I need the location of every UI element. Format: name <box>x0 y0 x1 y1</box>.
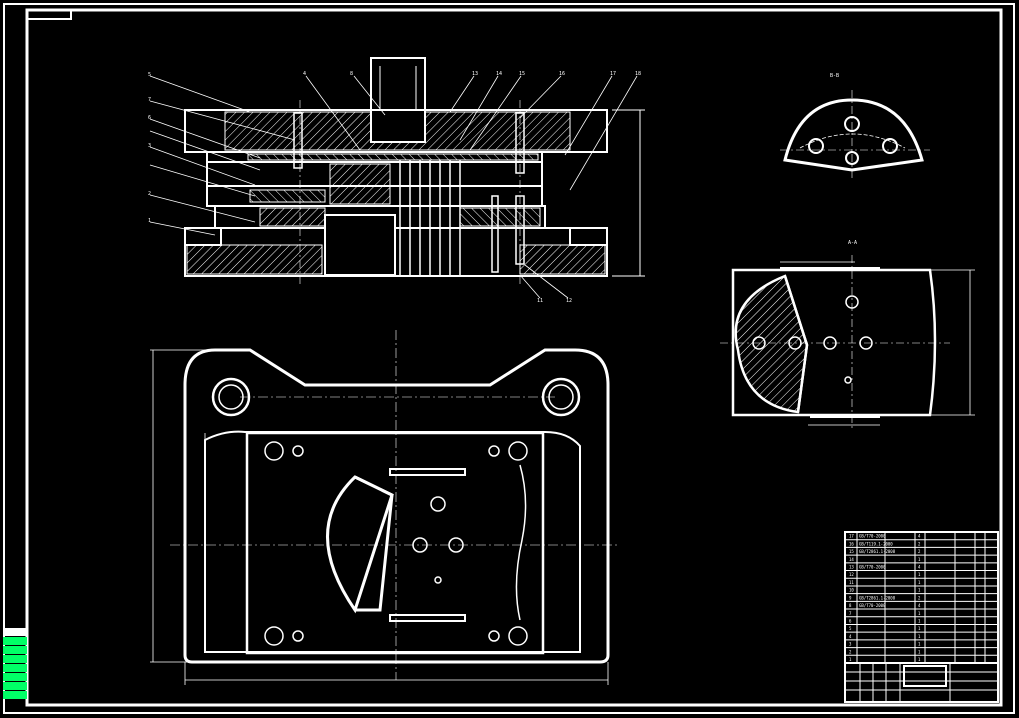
callout-top-label: 15 <box>519 71 525 77</box>
layer-swatch[interactable] <box>3 655 27 663</box>
bom-cell: 5 <box>849 626 852 631</box>
bom-cell: 9 <box>849 595 852 600</box>
bom-cell: 14 <box>849 557 854 562</box>
callout-top-label: 17 <box>610 71 616 77</box>
callout-left-label: 2 <box>148 191 151 197</box>
callout-left-label: 7 <box>148 97 151 103</box>
bom-cell: 2 <box>918 549 921 554</box>
bom-cell: 1 <box>918 649 921 654</box>
bom-cell: 15 <box>849 549 854 554</box>
bom-cell: 1 <box>918 580 921 585</box>
callout-top-label: 4 <box>303 71 306 77</box>
bom-cell: GB/T70-2000 <box>859 565 886 570</box>
bom-cell: GB/T2861.1-2008 <box>859 595 896 600</box>
bom-cell: 2 <box>918 541 921 546</box>
callout-top-label: 8 <box>350 71 353 77</box>
bom-cell: GB/T2861.1-2008 <box>859 549 896 554</box>
layer-swatch[interactable] <box>3 628 27 636</box>
callout-top-label: 18 <box>635 71 641 77</box>
bom-cell: 17 <box>849 534 854 539</box>
bom-cell: 1 <box>849 657 852 662</box>
bom-cell: 1 <box>918 572 921 577</box>
callout-left-label: 1 <box>148 218 151 224</box>
callout-top-label: 16 <box>559 71 565 77</box>
callout-bottom-label: 11 <box>537 298 543 304</box>
bom-cell: 1 <box>918 634 921 639</box>
layer-swatch[interactable] <box>3 664 27 672</box>
bom-cell: 7 <box>849 611 852 616</box>
drawing-frame <box>3 3 1015 714</box>
bom-cell: GB/T70-2000 <box>859 534 886 539</box>
layer-swatch[interactable] <box>3 637 27 645</box>
bom-cell: 3 <box>849 642 852 647</box>
bom-cell: 4 <box>918 534 921 539</box>
bom-cell: 12 <box>849 572 854 577</box>
callout-top-label: 14 <box>496 71 502 77</box>
section-view-a: A-A <box>720 240 975 430</box>
layer-swatch[interactable] <box>3 682 27 690</box>
layer-swatch[interactable] <box>3 673 27 681</box>
bom-cell: 4 <box>918 565 921 570</box>
plan-view <box>150 330 620 685</box>
detail-view-b: B-B <box>780 73 930 178</box>
front-section-view <box>184 57 645 285</box>
bom-cell: GB/T70-2000 <box>859 603 886 608</box>
callout-labels: 5 7 6 3 2 1 4 8 13 14 15 16 17 18 11 12 <box>148 71 641 304</box>
bom-cell: 1 <box>918 657 921 662</box>
callout-left-label: 5 <box>148 72 151 78</box>
bom-cell: 11 <box>849 580 854 585</box>
callout-left-label: 3 <box>148 143 151 149</box>
callout-bottom-label: 12 <box>566 298 572 304</box>
bom-cell: 1 <box>918 611 921 616</box>
bom-cell: 4 <box>849 634 852 639</box>
callout-left-label: 6 <box>148 115 151 121</box>
bom-cell: 1 <box>918 626 921 631</box>
callout-top-label: 13 <box>472 71 478 77</box>
bom-cell: 8 <box>849 603 852 608</box>
detail-view-label: B-B <box>830 73 839 79</box>
bom-cell: 4 <box>918 603 921 608</box>
callout-leaders <box>149 75 638 299</box>
section-view-label: A-A <box>848 240 857 246</box>
bom-cell: 1 <box>918 618 921 623</box>
bom-cell: 2 <box>849 649 852 654</box>
title-block <box>844 531 999 703</box>
bom-cell: 1 <box>918 557 921 562</box>
bom-cell: 13 <box>849 565 854 570</box>
bom-cell: 1 <box>918 642 921 647</box>
layer-palette <box>3 628 27 700</box>
layer-swatch[interactable] <box>3 691 27 699</box>
bom-cell: 1 <box>918 588 921 593</box>
bom-cell: 10 <box>849 588 854 593</box>
bom-cell: 6 <box>849 618 852 623</box>
bom-cell: GB/T119.1-2000 <box>859 541 893 546</box>
bom-cell: 16 <box>849 541 854 546</box>
layer-swatch[interactable] <box>3 646 27 654</box>
bom-cell: 2 <box>918 595 921 600</box>
